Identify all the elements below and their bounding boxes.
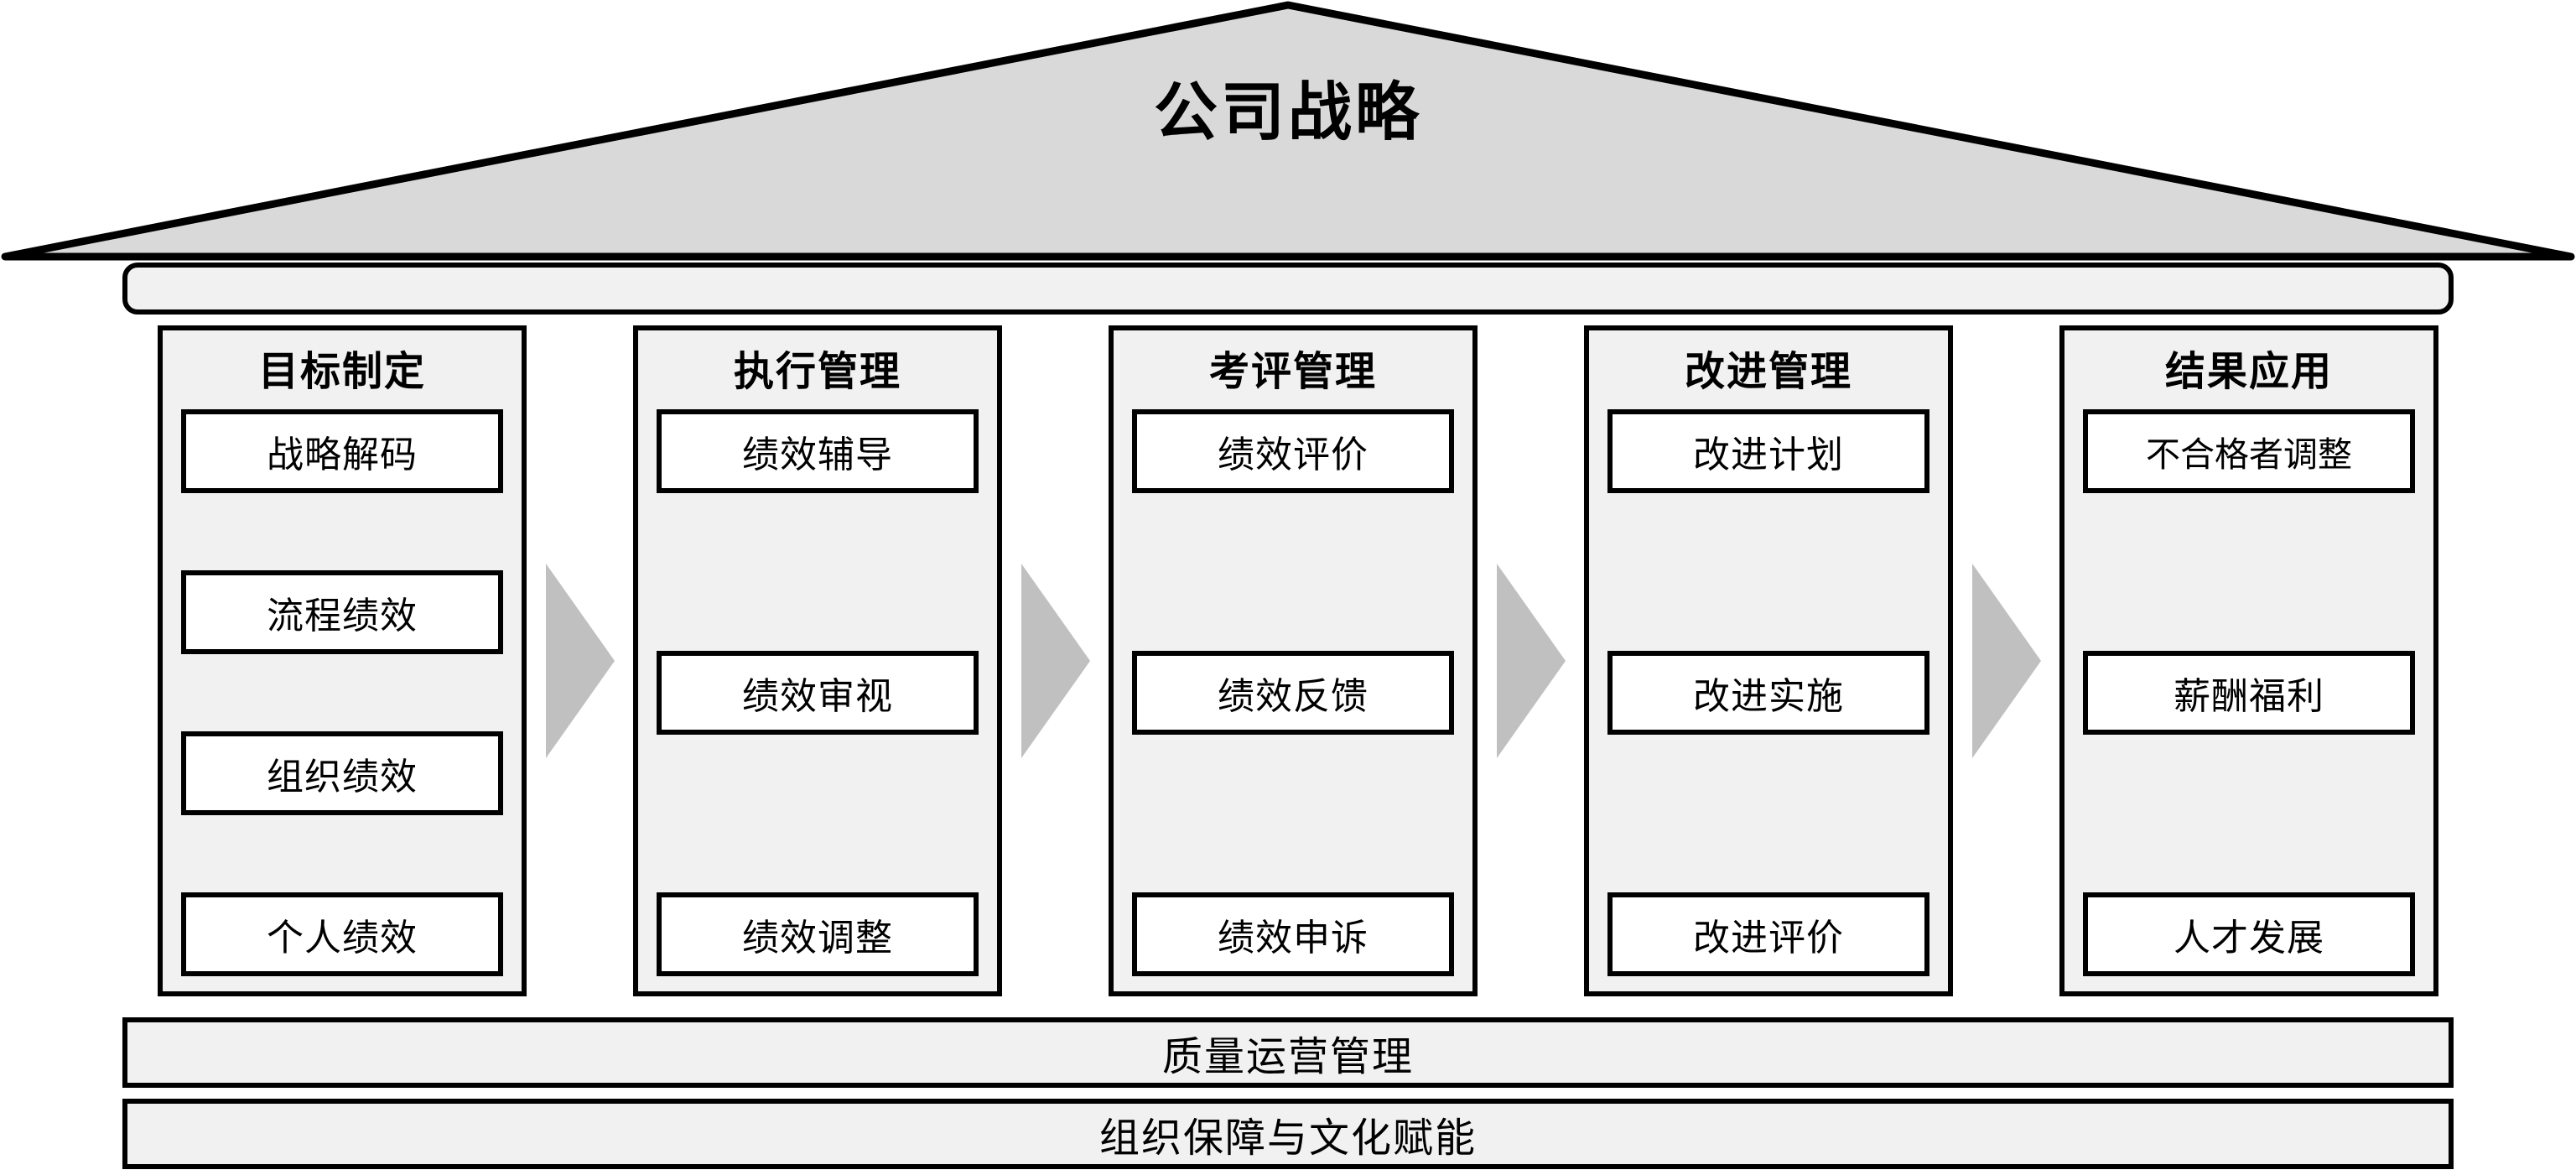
pillar-items: 绩效评价 绩效反馈 绩效申诉 xyxy=(1132,409,1454,976)
item-box[interactable]: 绩效反馈 xyxy=(1132,651,1454,735)
chevron-right-icon xyxy=(1971,564,2041,758)
chevron-right-icon xyxy=(1496,564,1566,758)
arrow-gap xyxy=(1002,325,1109,996)
item-box[interactable]: 薪酬福利 xyxy=(2083,651,2415,735)
item-box[interactable]: 人才发展 xyxy=(2083,892,2415,976)
pillar-title: 目标制定 xyxy=(257,350,426,394)
pillar-title: 执行管理 xyxy=(733,350,901,394)
item-box[interactable]: 绩效审视 xyxy=(657,651,979,735)
chevron-right-icon xyxy=(1021,564,1090,758)
item-box[interactable]: 战略解码 xyxy=(181,409,503,493)
item-box[interactable]: 不合格者调整 xyxy=(2083,409,2415,493)
top-band xyxy=(122,263,2454,315)
arrow-gap xyxy=(1478,325,1584,996)
item-box[interactable]: 绩效申诉 xyxy=(1132,892,1454,976)
pillar-improvement-management[interactable]: 改进管理 改进计划 改进实施 改进评价 xyxy=(1584,325,1953,996)
pillar-items: 战略解码 流程绩效 组织绩效 个人绩效 xyxy=(181,409,503,976)
item-box[interactable]: 改进实施 xyxy=(1607,651,1929,735)
pillar-appraisal-management[interactable]: 考评管理 绩效评价 绩效反馈 绩效申诉 xyxy=(1109,325,1478,996)
foundation-bar-org-culture[interactable]: 组织保障与文化赋能 xyxy=(122,1099,2454,1169)
item-box[interactable]: 个人绩效 xyxy=(181,892,503,976)
pillar-goal-setting[interactable]: 目标制定 战略解码 流程绩效 组织绩效 个人绩效 xyxy=(158,325,527,996)
chevron-right-icon xyxy=(545,564,615,758)
roof-shape: 公司战略 xyxy=(0,0,2576,267)
item-box[interactable]: 改进计划 xyxy=(1607,409,1929,493)
pillar-result-application[interactable]: 结果应用 不合格者调整 薪酬福利 人才发展 xyxy=(2059,325,2438,996)
pillar-items: 不合格者调整 薪酬福利 人才发展 xyxy=(2083,409,2415,976)
pillar-title: 改进管理 xyxy=(1684,350,1852,394)
item-box[interactable]: 绩效评价 xyxy=(1132,409,1454,493)
pillar-items: 改进计划 改进实施 改进评价 xyxy=(1607,409,1929,976)
foundation-bar-quality-operations[interactable]: 质量运营管理 xyxy=(122,1017,2454,1088)
item-box[interactable]: 改进评价 xyxy=(1607,892,1929,976)
item-box[interactable]: 流程绩效 xyxy=(181,570,503,654)
item-box[interactable]: 绩效调整 xyxy=(657,892,979,976)
item-box[interactable]: 组织绩效 xyxy=(181,731,503,815)
pillar-items: 绩效辅导 绩效审视 绩效调整 xyxy=(657,409,979,976)
pillar-row: 目标制定 战略解码 流程绩效 组织绩效 个人绩效 执行管理 绩效辅导 绩效审视 … xyxy=(158,325,2438,996)
item-box[interactable]: 绩效辅导 xyxy=(657,409,979,493)
pillar-execution-management[interactable]: 执行管理 绩效辅导 绩效审视 绩效调整 xyxy=(633,325,1002,996)
arrow-gap xyxy=(1953,325,2059,996)
pillar-title: 结果应用 xyxy=(2164,350,2333,394)
roof-triangle-icon xyxy=(1,1,2575,261)
pillar-title: 考评管理 xyxy=(1208,350,1377,394)
arrow-gap xyxy=(527,325,633,996)
